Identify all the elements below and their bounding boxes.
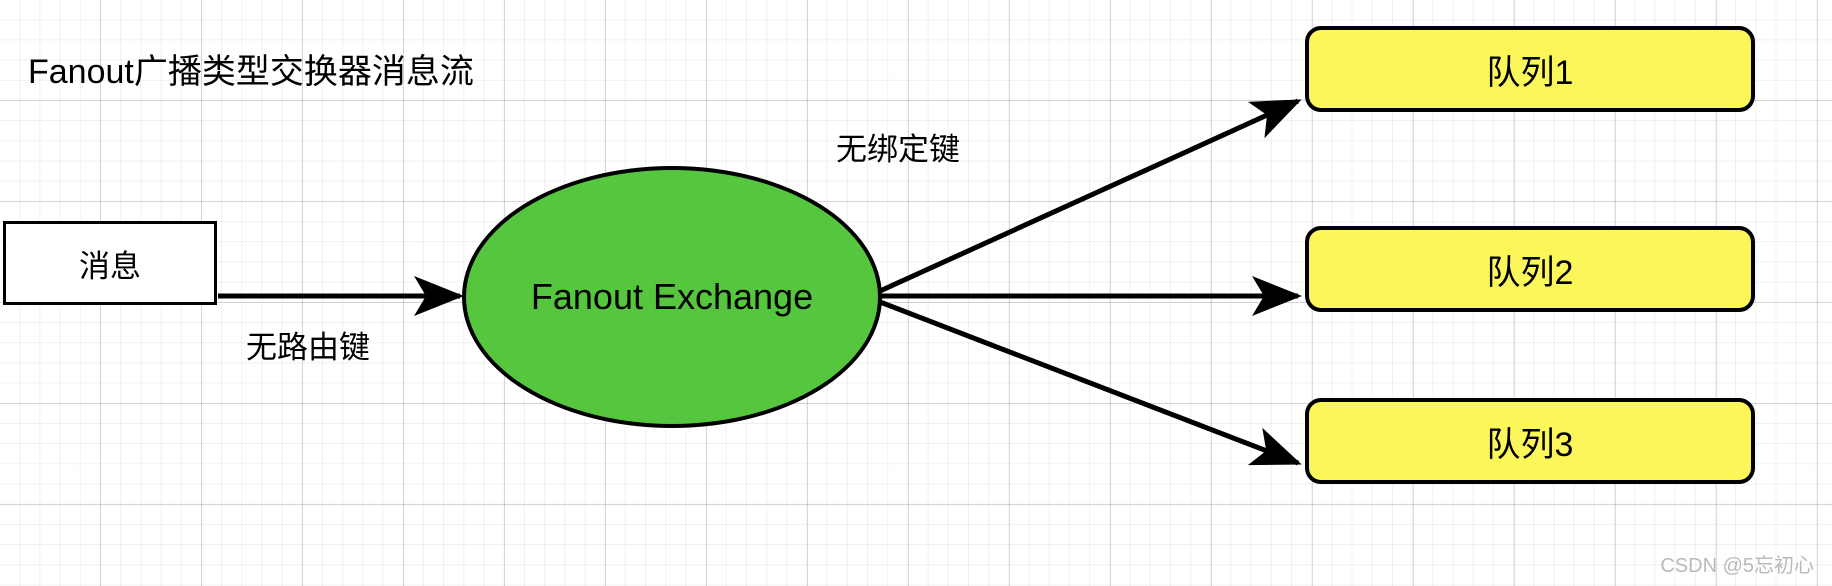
- node-queue-2-label: 队列2: [1486, 253, 1574, 292]
- edge-label-binding-key: 无绑定键: [836, 132, 960, 167]
- node-queue-2: 队列2: [1305, 226, 1755, 312]
- node-fanout-exchange-label: Fanout Exchange: [530, 276, 814, 317]
- page-title: Fanout广播类型交换器消息流: [28, 53, 474, 91]
- node-message: 消息: [3, 221, 217, 305]
- watermark: CSDN @5忘初心: [1660, 555, 1814, 577]
- node-message-label: 消息: [79, 248, 141, 284]
- edge-label-routing-key: 无路由键: [246, 330, 370, 365]
- node-fanout-exchange: Fanout Exchange: [462, 166, 882, 428]
- node-queue-3-label: 队列3: [1486, 425, 1574, 464]
- edge-exchange-to-queue-3: [879, 299, 1302, 466]
- node-queue-1-label: 队列1: [1486, 53, 1574, 92]
- node-queue-1: 队列1: [1305, 26, 1755, 112]
- node-queue-3: 队列3: [1305, 398, 1755, 484]
